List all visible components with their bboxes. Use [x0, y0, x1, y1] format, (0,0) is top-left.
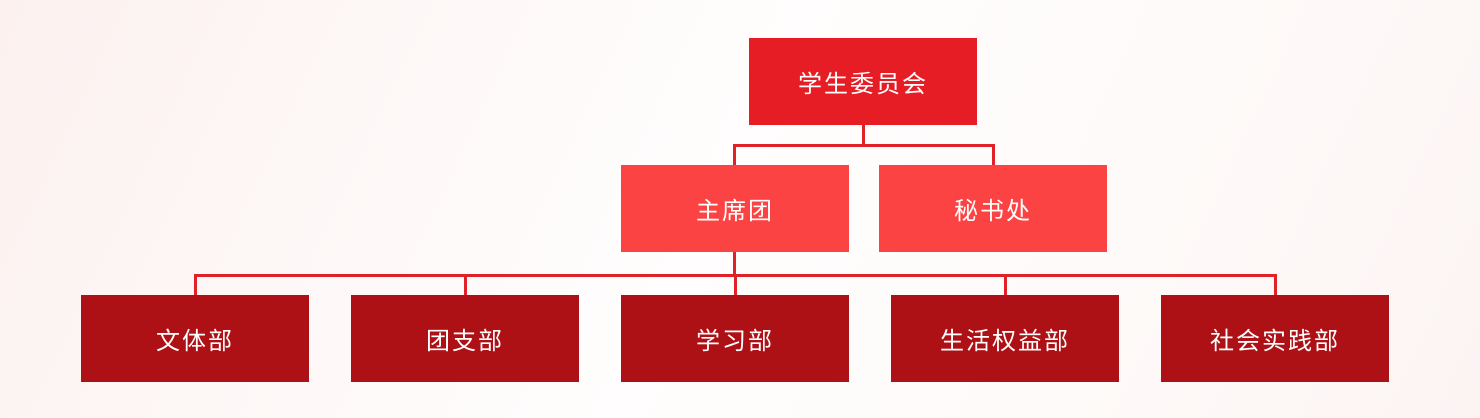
node-secretariat[interactable]: 秘书处	[879, 165, 1107, 252]
connector-presidium-stub	[733, 252, 736, 276]
node-social-practice-dept[interactable]: 社会实践部	[1161, 295, 1389, 382]
connector-secretariat-drop	[992, 147, 995, 165]
connector-dept-drop-1	[194, 277, 197, 295]
connector-dept-drop-3	[734, 277, 737, 295]
connector-root-stub	[862, 125, 865, 147]
connector-dept-drop-4	[1004, 277, 1007, 295]
connector-level2-hbar	[733, 144, 995, 147]
node-student-committee[interactable]: 学生委员会	[749, 38, 977, 125]
connector-dept-drop-5	[1274, 277, 1277, 295]
node-culture-sports-dept[interactable]: 文体部	[81, 295, 309, 382]
connector-dept-drop-2	[464, 277, 467, 295]
connector-level3-hbar	[194, 274, 1277, 277]
node-presidium[interactable]: 主席团	[621, 165, 849, 252]
connector-presidium-drop	[733, 147, 736, 165]
node-study-dept[interactable]: 学习部	[621, 295, 849, 382]
node-life-rights-dept[interactable]: 生活权益部	[891, 295, 1119, 382]
node-league-branch[interactable]: 团支部	[351, 295, 579, 382]
